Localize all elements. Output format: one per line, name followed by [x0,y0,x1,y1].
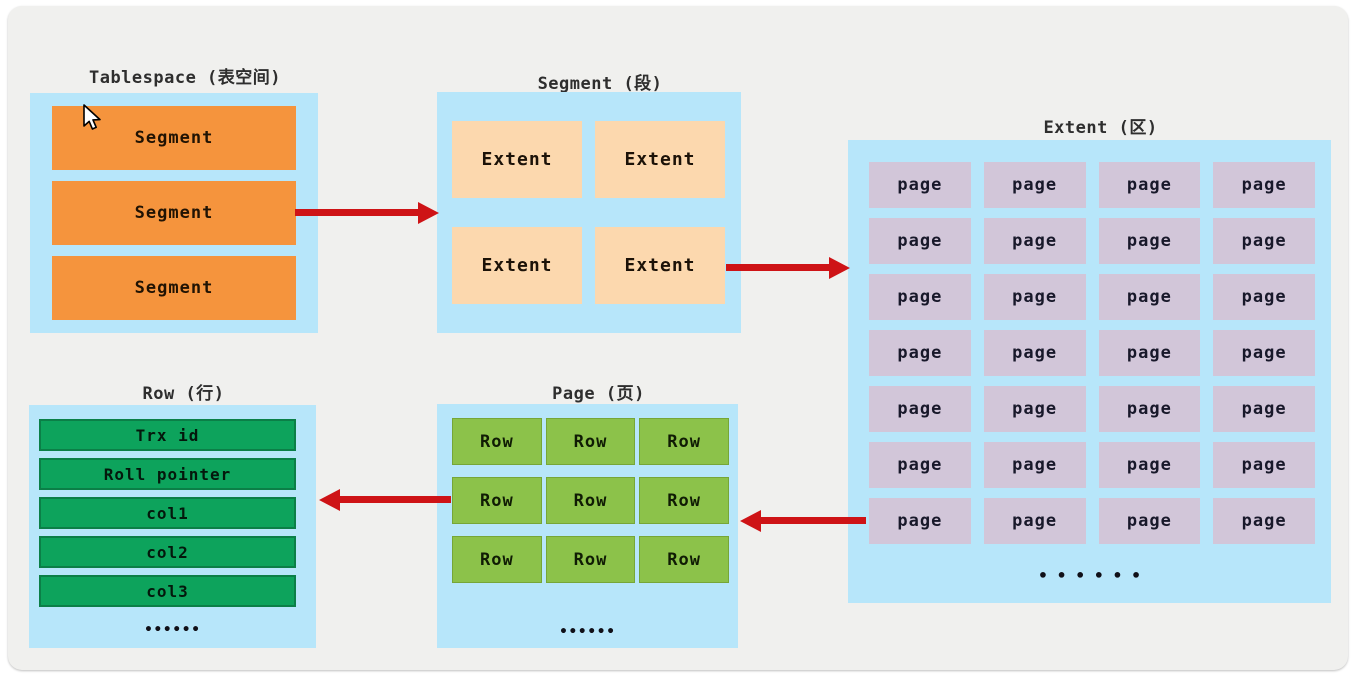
page-cell: page [983,162,1086,208]
row-cell: Row [545,418,636,465]
page-cell: page [1213,274,1315,320]
page-cell: page [869,442,971,488]
page-cell: page [983,442,1086,488]
row-cell: Row [545,536,636,583]
page-cell: page [1098,498,1201,544]
page-cell: page [869,274,971,320]
row-box: Trx id Roll pointer col1 col2 col3 •••••• [29,405,316,648]
segment-title: Segment (段) [537,74,663,94]
extent-cell: Extent [595,121,725,198]
page-cell: page [1213,498,1315,544]
extent-cell: Extent [452,121,582,198]
row-ellipsis: •••••• [144,622,201,638]
extent-cell: Extent [452,227,582,304]
segment-bar: Segment [52,256,296,320]
segment-bar: Segment [52,181,296,245]
row-cell: Row [452,418,542,465]
page-cell: page [1098,162,1201,208]
extent-title: Extent (区) [1043,118,1158,138]
page-cell: page [869,498,971,544]
row-cell: Row [639,418,729,465]
tablespace-title: Tablespace (表空间) [88,68,282,88]
page-title: Page (页) [552,384,645,404]
row-cell: Row [639,536,729,583]
page-cell: page [869,218,971,264]
row-field-bar: col1 [39,497,296,529]
row-title: Row (行) [142,384,225,404]
page-cell: page [1098,218,1201,264]
row-field-bar: col2 [39,536,296,568]
field-list: Trx id Roll pointer col1 col2 col3 [39,419,296,607]
page-cell: page [869,162,971,208]
row-cell: Row [452,477,542,524]
page-cell: page [1098,442,1201,488]
page-cell: page [1098,274,1201,320]
row-cell: Row [639,477,729,524]
page-cell: page [1213,330,1315,376]
page-cell: page [1098,330,1201,376]
extent-ellipsis: •••••• [1038,566,1150,585]
page-cell: page [983,330,1086,376]
page-cell: page [1098,386,1201,432]
page-ellipsis: •••••• [559,624,616,640]
row-field-bar: Roll pointer [39,458,296,490]
extent-cell: Extent [595,227,725,304]
page-cell: page [983,218,1086,264]
page-cell: page [1213,218,1315,264]
page-cell: page [983,498,1086,544]
row-cell: Row [545,477,636,524]
page-cell: page [983,274,1086,320]
page-grid: page page page page page page page page page page… [848,140,1331,544]
mouse-cursor-icon [83,104,101,130]
row-cell: Row [452,536,542,583]
extent-box: page page page page page page page page page page… [848,140,1331,603]
page-cell: page [1213,386,1315,432]
diagram-canvas: Tablespace (表空间) Segment (段) Extent (区) … [8,6,1348,670]
row-field-bar: Trx id [39,419,296,451]
page-cell: page [1213,442,1315,488]
page-cell: page [869,386,971,432]
row-field-bar: col3 [39,575,296,607]
page-cell: page [983,386,1086,432]
page-cell: page [869,330,971,376]
page-cell: page [1213,162,1315,208]
